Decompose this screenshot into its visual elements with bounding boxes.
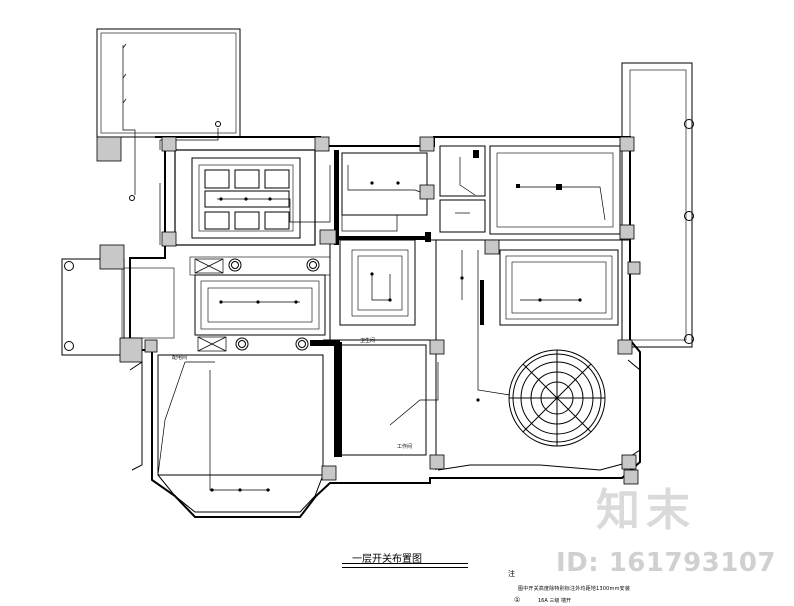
notes-line: 图中开关高度除特别标注外均距地1300mm安装 xyxy=(518,586,631,592)
notes-item: 16A 三级 墙开 xyxy=(538,598,571,604)
notes-heading: 注 xyxy=(508,570,515,578)
balcony-right xyxy=(621,62,693,348)
notes-number: ① xyxy=(514,596,521,604)
balcony-top-left xyxy=(96,28,241,138)
drawing-title: 一层开关布置图 xyxy=(352,554,422,565)
round-ceiling xyxy=(508,349,606,447)
exterior-wall xyxy=(129,136,641,518)
title-underline-thin xyxy=(342,567,468,568)
room-label-b: 卫生间 xyxy=(360,338,376,344)
room-label-a: 配电间 xyxy=(172,355,188,361)
room-dining xyxy=(499,249,619,326)
room-label-c: 工作间 xyxy=(397,444,413,450)
terrace-left xyxy=(61,258,125,356)
watermark-id: ID: 161793107 xyxy=(556,548,777,578)
watermark-logo: 知末 xyxy=(596,485,696,536)
title-underline xyxy=(342,563,468,564)
room-bedroom xyxy=(157,354,324,476)
room-living xyxy=(174,149,316,246)
